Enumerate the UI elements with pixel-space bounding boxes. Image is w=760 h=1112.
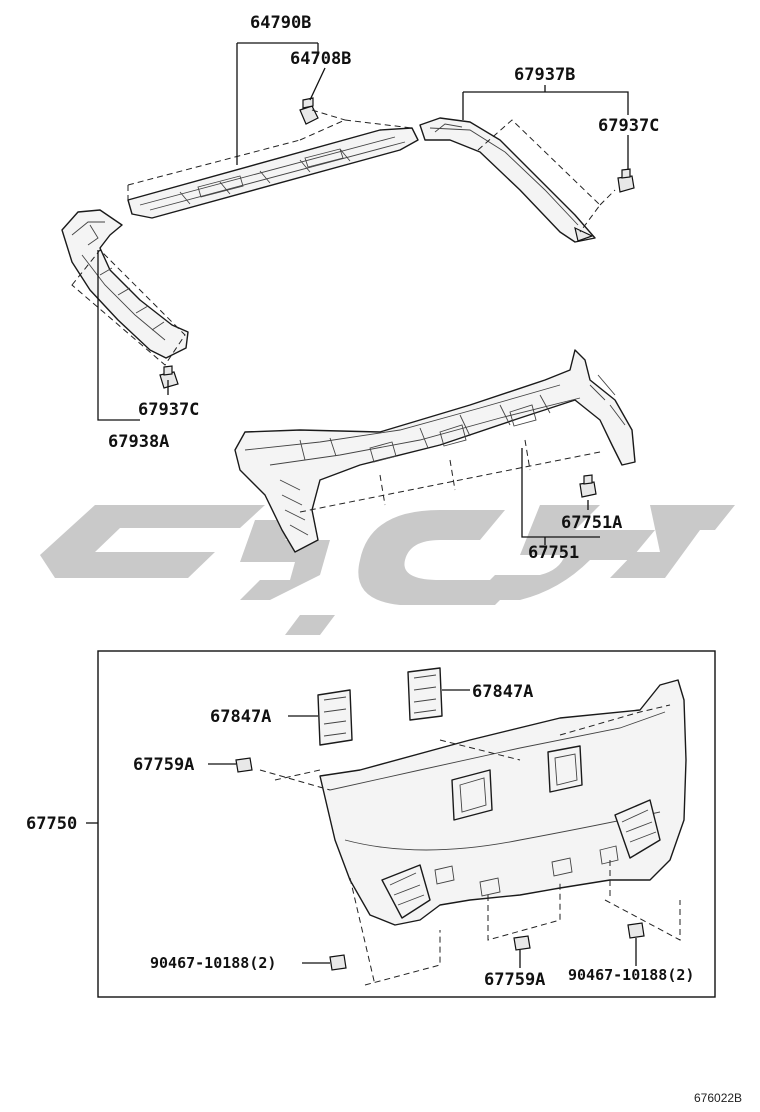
part-64708B-clip bbox=[299, 97, 346, 125]
part-67759A-clip-bottom bbox=[513, 935, 531, 951]
part-67847A-cover-right bbox=[407, 667, 443, 721]
leader-lines bbox=[86, 42, 637, 968]
label-67759A-top: 67759A bbox=[133, 755, 194, 775]
label-67750: 67750 bbox=[26, 814, 77, 834]
label-67751A: 67751A bbox=[561, 513, 622, 533]
label-90467-left: 90467-10188(2) bbox=[150, 954, 276, 972]
diagram-reference-code: 676022B bbox=[694, 1091, 742, 1105]
label-90467-right: 90467-10188(2) bbox=[568, 966, 694, 984]
label-67847A-right: 67847A bbox=[472, 682, 533, 702]
label-64708B: 64708B bbox=[290, 49, 351, 69]
assembly-box-67750 bbox=[97, 650, 716, 998]
part-67751-back-panel-trim bbox=[234, 349, 636, 553]
part-67937C-clip-right bbox=[617, 168, 635, 193]
part-67759A-clip-top bbox=[235, 757, 253, 773]
part-90467-clip-right bbox=[627, 922, 645, 939]
watermark-logo bbox=[40, 505, 735, 635]
part-67937C-clip-left bbox=[159, 365, 179, 389]
label-67759A-bottom: 67759A bbox=[484, 970, 545, 990]
part-67751A-clip bbox=[579, 474, 597, 498]
part-90467-clip-left bbox=[329, 954, 347, 971]
label-67937C-left: 67937C bbox=[138, 400, 199, 420]
label-67938A: 67938A bbox=[108, 432, 169, 452]
label-67751: 67751 bbox=[528, 543, 579, 563]
part-67847A-cover-left bbox=[317, 689, 353, 746]
part-67938A-pillar-trim bbox=[61, 209, 189, 366]
part-64790B-sill-plate bbox=[127, 119, 419, 219]
label-67937C-right: 67937C bbox=[598, 116, 659, 136]
label-67937B: 67937B bbox=[514, 65, 575, 85]
part-67937B-pillar-trim bbox=[419, 117, 616, 243]
label-67847A-left: 67847A bbox=[210, 707, 271, 727]
label-64790B: 64790B bbox=[250, 13, 311, 33]
part-67750-back-door-trim bbox=[259, 679, 687, 986]
